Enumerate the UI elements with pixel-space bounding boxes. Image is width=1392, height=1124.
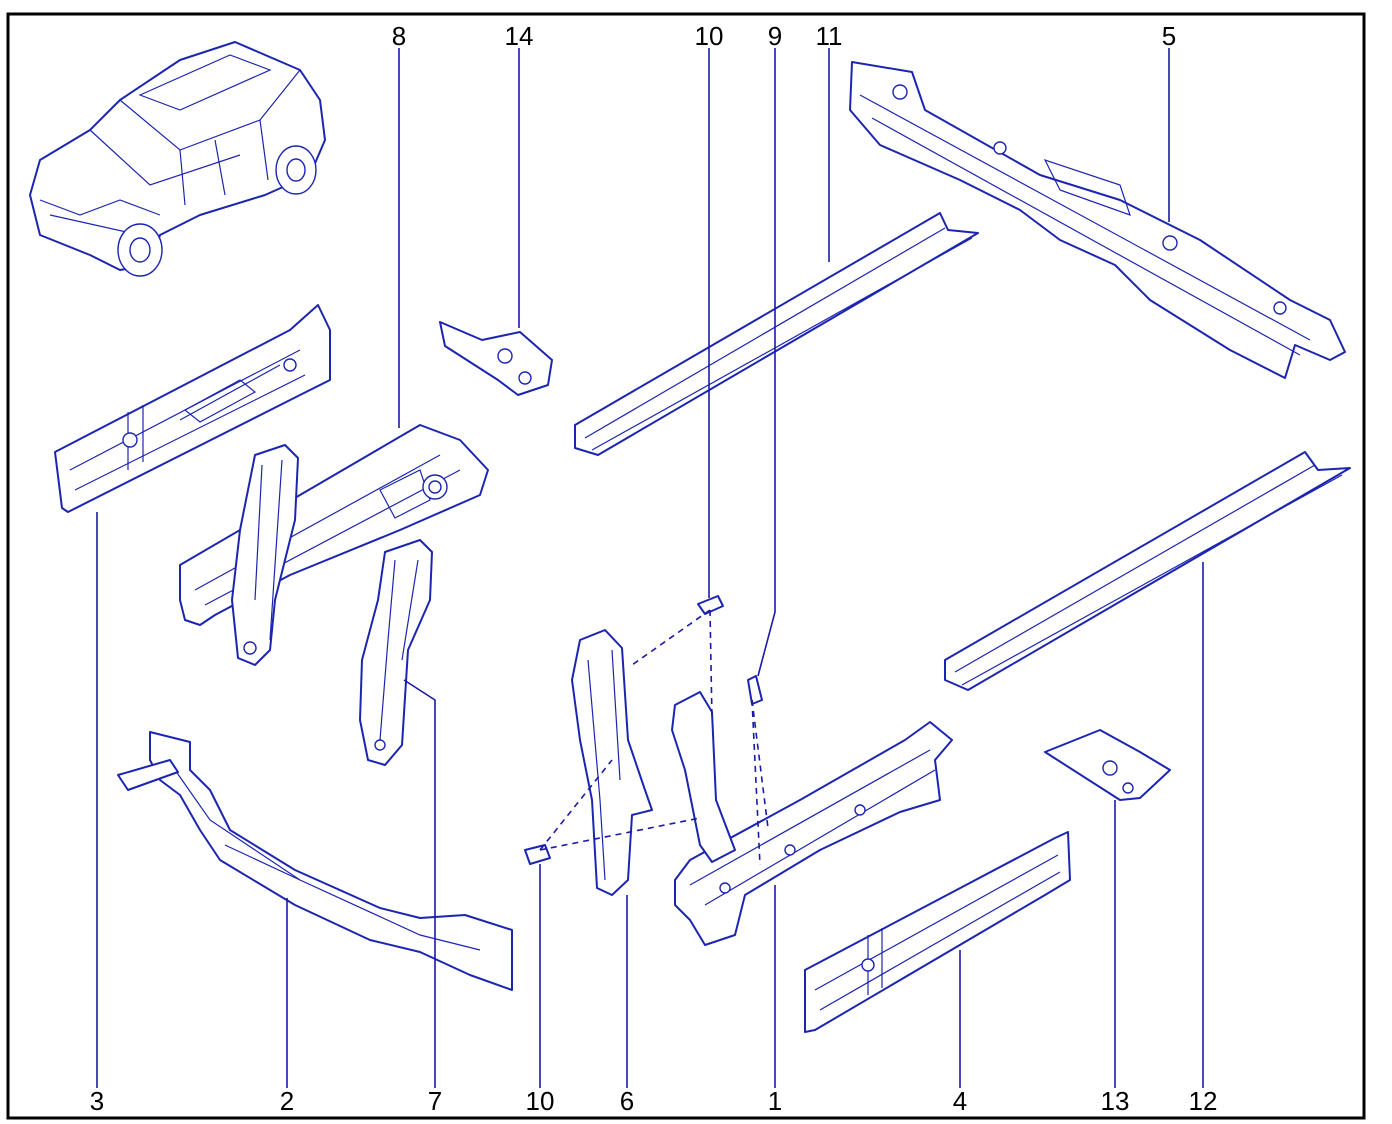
callout-11: 11 (816, 21, 843, 51)
leader-line-9 (757, 48, 776, 677)
part-1-sill (671, 691, 953, 946)
assembly-line (539, 759, 613, 851)
callout-6: 6 (620, 1086, 634, 1116)
part-11-rail (574, 212, 979, 456)
callout-1: 1 (768, 1086, 782, 1116)
part-6-pillar (571, 629, 653, 896)
callout-5: 5 (1162, 21, 1176, 51)
fastener-9 (747, 675, 763, 705)
callout-7: 7 (428, 1086, 442, 1116)
part-5-rear-cross-member (849, 61, 1346, 379)
leader-line-7 (403, 679, 436, 1088)
callout-12: 12 (1189, 1086, 1218, 1116)
callout-3: 3 (90, 1086, 104, 1116)
assembly-line (539, 817, 701, 851)
assembly-line (631, 609, 711, 666)
callout-10-top: 10 (695, 21, 724, 51)
assembly-line (709, 609, 713, 721)
part-8-pillar (231, 444, 299, 666)
callout-13: 13 (1101, 1086, 1130, 1116)
part-3-side-panel (54, 304, 331, 513)
part-2-cross-member (117, 731, 513, 991)
callout-8: 8 (392, 21, 406, 51)
vehicle-locator-illustration (29, 41, 326, 277)
callout-9: 9 (768, 21, 782, 51)
part-12-rail (944, 451, 1351, 691)
callout-10-bottom: 10 (526, 1086, 555, 1116)
assembly-line (751, 699, 761, 866)
diagram-frame (6, 12, 1366, 1120)
part-4-sill-outer (804, 831, 1071, 1033)
part-13-bracket (1044, 729, 1171, 801)
callout-14: 14 (505, 21, 534, 51)
callout-2: 2 (280, 1086, 294, 1116)
callout-4: 4 (953, 1086, 967, 1116)
part-7-reinforcement (359, 539, 433, 766)
assembly-line (751, 699, 769, 829)
part-14-bracket (439, 321, 553, 396)
fastener-10-bottom (524, 844, 551, 865)
part-8-front-side-member (179, 424, 489, 626)
fastener-10-top (697, 595, 724, 615)
